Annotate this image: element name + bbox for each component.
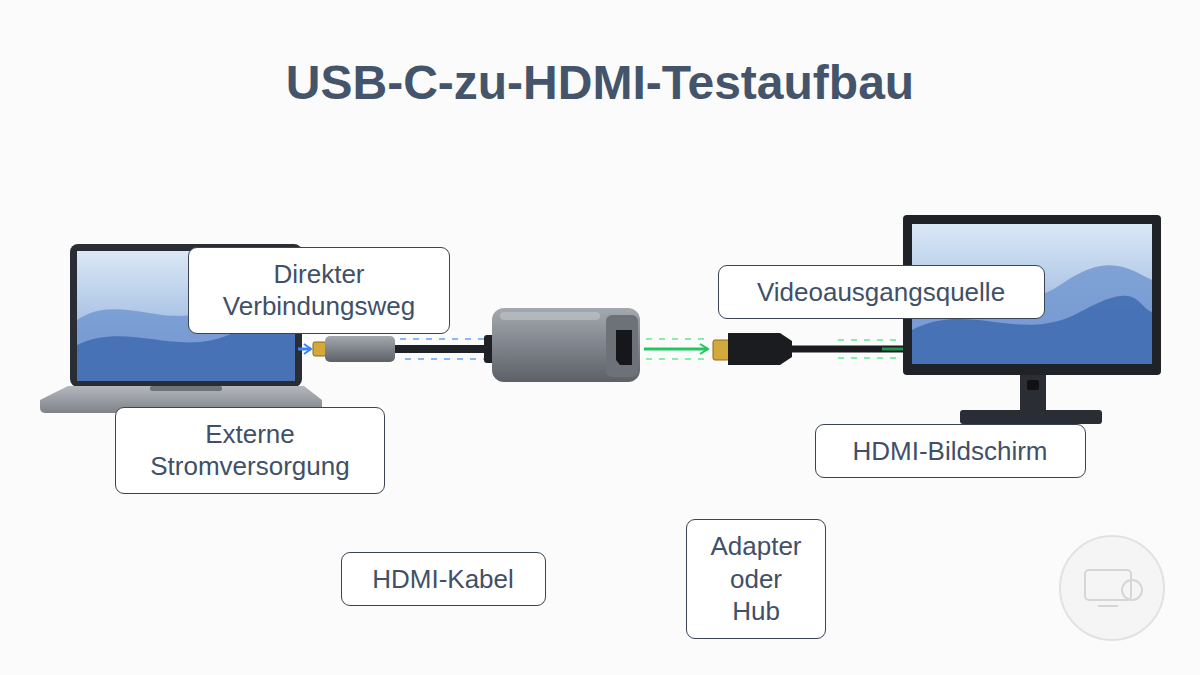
label-text: HDMI-Kabel bbox=[354, 563, 533, 596]
label-text: HDMI-Bildschirm bbox=[828, 435, 1073, 468]
label-box: Videoausgangsquelle bbox=[718, 265, 1045, 320]
watermark-stand bbox=[1098, 605, 1118, 607]
monitor-neck bbox=[1020, 372, 1046, 414]
monitor bbox=[903, 215, 1161, 424]
hdmi-cable bbox=[644, 333, 906, 365]
watermark-icon bbox=[1060, 536, 1164, 640]
signal-glow bbox=[838, 339, 900, 341]
adapter-highlight bbox=[500, 312, 600, 320]
adapter-face bbox=[606, 315, 638, 377]
label-text: Direkter Verbindungsweg bbox=[201, 258, 437, 323]
label-box: HDMI-Bildschirm bbox=[815, 424, 1086, 479]
label-text: Externe Stromversorgung bbox=[128, 418, 372, 483]
adapter-body bbox=[492, 308, 640, 382]
watermark-circle bbox=[1060, 536, 1164, 640]
label-text: Videoausgangsquelle bbox=[731, 276, 1032, 309]
diagram-title: USB-C-zu-HDMI-Testaufbau bbox=[0, 55, 1200, 110]
usb-c-tip bbox=[313, 342, 326, 356]
adapter bbox=[484, 308, 640, 382]
label-text: Adapter oder Hub bbox=[705, 530, 807, 628]
monitor-base bbox=[960, 410, 1102, 424]
signal-glow bbox=[400, 338, 485, 340]
label-box: HDMI-Kabel bbox=[341, 552, 546, 607]
usb-c-cable bbox=[298, 336, 492, 362]
signal-arrow bbox=[304, 344, 311, 354]
signal-arrow bbox=[700, 344, 708, 354]
signal-glow bbox=[646, 358, 705, 360]
hdmi-port bbox=[616, 330, 632, 365]
cable bbox=[395, 345, 492, 353]
signal-glow bbox=[882, 348, 904, 351]
cable bbox=[792, 346, 906, 353]
label-box: Adapter oder Hub bbox=[686, 519, 826, 639]
signal-glow bbox=[405, 358, 485, 360]
watermark-dot bbox=[1122, 580, 1142, 600]
signal-glow bbox=[646, 338, 705, 340]
label-box: Externe Stromversorgung bbox=[115, 407, 385, 494]
label-box: Direkter Verbindungsweg bbox=[188, 247, 450, 334]
hdmi-plug bbox=[728, 333, 792, 365]
signal-glow bbox=[644, 348, 708, 351]
signal-glow bbox=[838, 357, 900, 359]
monitor-neck-hole bbox=[1027, 380, 1039, 390]
usb-c-plug bbox=[325, 336, 395, 362]
hdmi-tip bbox=[713, 340, 729, 360]
laptop-hinge bbox=[150, 386, 222, 391]
